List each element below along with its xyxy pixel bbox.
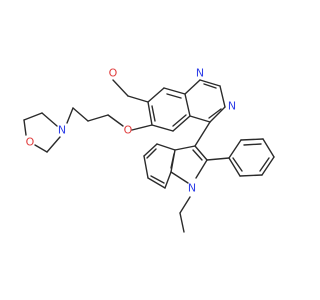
atom-labels: O N N O N O N xyxy=(26,67,236,195)
bond xyxy=(174,145,196,151)
bond xyxy=(87,114,109,122)
bond xyxy=(150,175,165,184)
bond xyxy=(66,107,74,124)
bond xyxy=(194,145,208,161)
bond xyxy=(232,157,243,172)
bond xyxy=(208,108,222,119)
quinazoline-n1-label: N xyxy=(196,67,204,80)
bond xyxy=(179,212,185,233)
bond xyxy=(23,119,27,136)
bond xyxy=(172,114,187,127)
bond xyxy=(112,79,129,97)
bond xyxy=(179,196,191,214)
bond xyxy=(192,149,203,161)
bond xyxy=(146,148,157,159)
indole-nitrogen-label: N xyxy=(188,182,196,195)
bond xyxy=(170,171,189,184)
bond xyxy=(184,79,201,95)
bond xyxy=(189,115,211,123)
bond xyxy=(259,157,270,172)
bond xyxy=(195,159,208,179)
morpholine-oxygen-label: O xyxy=(26,136,35,149)
ether-oxygen-label: O xyxy=(124,124,133,137)
bond xyxy=(147,87,165,103)
bond xyxy=(107,114,124,127)
bond xyxy=(240,138,264,141)
bond xyxy=(164,171,172,189)
bond xyxy=(228,139,242,159)
bond xyxy=(203,83,217,89)
bond xyxy=(156,143,176,151)
bond xyxy=(34,144,48,153)
methoxy-oxygen-label: O xyxy=(109,67,118,80)
bond xyxy=(262,138,275,158)
bonds xyxy=(23,79,275,233)
bond xyxy=(23,112,43,121)
molecule-canvas: O N N O N O N xyxy=(23,67,275,233)
bond xyxy=(147,177,166,189)
bond xyxy=(261,156,275,176)
bond xyxy=(166,93,182,99)
bond xyxy=(143,155,149,179)
bond xyxy=(41,112,58,127)
bond xyxy=(151,105,156,122)
bond xyxy=(228,157,241,177)
bond xyxy=(46,136,61,153)
bond xyxy=(219,85,226,108)
bond xyxy=(72,107,89,122)
bond xyxy=(194,121,211,147)
bond xyxy=(209,106,226,123)
bond xyxy=(243,143,262,146)
quinazoline-n3-label: N xyxy=(228,100,236,113)
bond xyxy=(151,124,174,132)
bond xyxy=(147,101,153,126)
bond xyxy=(206,157,230,161)
bond xyxy=(199,79,221,87)
morpholine-nitrogen-label: N xyxy=(58,124,66,137)
bond xyxy=(127,95,149,103)
bond xyxy=(172,115,191,132)
bond xyxy=(170,153,175,169)
structure-diagram: O N N O N O N xyxy=(23,67,275,233)
bond xyxy=(163,87,186,95)
bond xyxy=(239,174,263,177)
bond xyxy=(131,124,153,131)
bond xyxy=(184,93,191,117)
bond xyxy=(143,143,158,157)
